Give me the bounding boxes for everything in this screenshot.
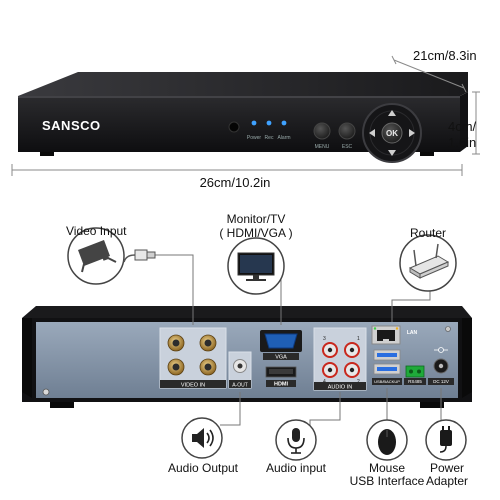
menu-button-label: MENU	[315, 144, 330, 150]
dpad-right-icon[interactable]	[409, 129, 415, 137]
usb-ports[interactable]: USB/BACKUP	[372, 349, 402, 385]
router-label: Router	[410, 226, 447, 240]
usb-label: USB/BACKUP	[374, 379, 400, 384]
ok-button[interactable]	[381, 122, 403, 144]
a-out-label: A-OUT	[232, 383, 248, 389]
brand-logo: SANSCO	[42, 118, 101, 133]
power-label-line1: Power	[429, 461, 464, 475]
video-in-ports[interactable]: VIDEO IN	[159, 327, 227, 389]
dpad-left-icon[interactable]	[369, 129, 375, 137]
speaker-icon	[181, 417, 223, 459]
dimension-lines	[11, 55, 480, 176]
bnc-port[interactable]	[199, 358, 217, 376]
height-dimension-label-line2: 1.6in	[448, 135, 477, 150]
vga-port[interactable]: VGA	[260, 330, 302, 361]
dvr-side-face	[460, 92, 468, 152]
power-led	[251, 120, 257, 126]
audio-in-ports[interactable]: 3 1 4 2 AUDIO IN	[313, 327, 367, 391]
dc-power-port[interactable]: DC 12V	[428, 347, 454, 386]
dvr-front-view: SANSCO Power Rec Alarm MENU ESC OK	[18, 72, 468, 163]
bnc-cable-icon	[123, 249, 156, 263]
dvr-top-face	[18, 72, 468, 96]
rec-led-label: Rec	[265, 135, 274, 141]
dpad-up-icon[interactable]	[388, 110, 396, 116]
menu-button[interactable]	[313, 122, 331, 140]
rca-jack[interactable]	[344, 362, 360, 378]
audio-output-label: Audio Output	[167, 461, 239, 475]
mouse-label-line2: USB Interface	[349, 474, 425, 488]
alarm-led-label: Alarm	[277, 135, 290, 141]
power-label-line2: Adapter	[425, 474, 469, 488]
dpad-down-icon[interactable]	[388, 150, 396, 156]
dvr-rear-view: VIDEO IN A-OUT VGA H	[22, 306, 472, 408]
monitor-label-line1: Monitor/TV	[226, 212, 286, 226]
lan-label: LAN	[407, 330, 418, 336]
rec-led	[266, 120, 272, 126]
rs485-label: RS485	[408, 379, 422, 384]
rear-top-edge	[22, 306, 472, 318]
audio-in-label: AUDIO IN	[328, 385, 352, 391]
video-in-label: VIDEO IN	[181, 383, 205, 389]
router-icon	[399, 234, 457, 292]
bnc-port[interactable]	[199, 334, 217, 352]
monitor-label-line2: ( HDMI/VGA )	[219, 226, 293, 240]
channel-number: 3	[323, 336, 326, 342]
vga-label: VGA	[275, 355, 287, 361]
width-dimension-label: 26cm/10.2in	[199, 175, 271, 190]
microphone-icon	[275, 419, 317, 461]
audio-out-port[interactable]: A-OUT	[228, 351, 252, 389]
alarm-led	[281, 120, 287, 126]
channel-number: 1	[357, 336, 360, 342]
lan-port[interactable]: LAN	[371, 325, 418, 345]
power-adapter-icon	[425, 419, 467, 461]
video-input-label: Video Input	[66, 224, 127, 238]
rca-jack[interactable]	[322, 342, 338, 358]
dc12v-label: DC 12V	[433, 379, 449, 384]
bnc-port[interactable]	[167, 334, 185, 352]
mouse-icon	[366, 419, 408, 461]
audio-input-label: Audio input	[265, 461, 327, 475]
height-dimension-label-line1: 4cm/	[448, 119, 477, 134]
esc-button[interactable]	[338, 122, 356, 140]
hdmi-port[interactable]: HDMI	[265, 366, 297, 388]
esc-button-label: ESC	[342, 144, 353, 150]
rca-jack[interactable]	[322, 362, 338, 378]
rca-jack[interactable]	[344, 342, 360, 358]
ok-button-label: OK	[386, 129, 398, 138]
camera-icon	[67, 227, 125, 285]
rs485-terminal[interactable]: RS485	[404, 365, 426, 385]
depth-dimension-label: 21cm/8.3in	[413, 48, 477, 63]
monitor-icon	[227, 237, 285, 295]
power-led-label: Power	[247, 135, 262, 141]
mouse-label-line1: Mouse	[368, 461, 406, 475]
hdmi-label: HDMI	[274, 382, 289, 388]
bnc-port[interactable]	[167, 358, 185, 376]
ir-window	[228, 121, 240, 133]
ground-screw	[42, 388, 50, 396]
